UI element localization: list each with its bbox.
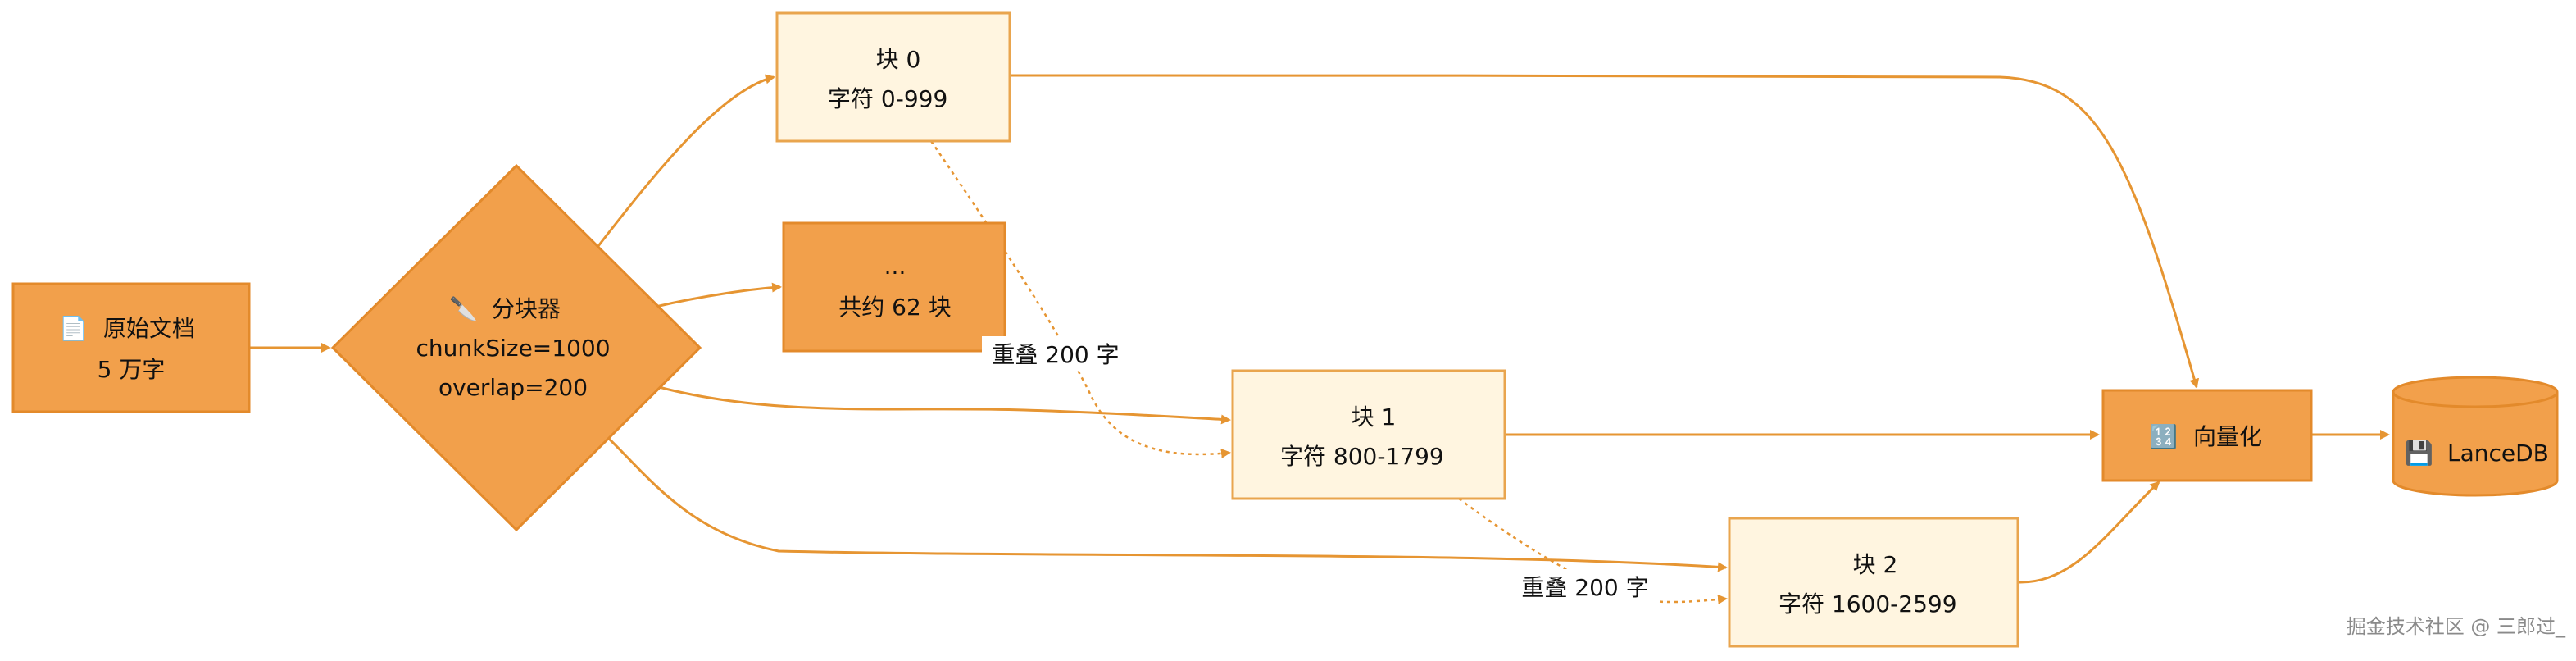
node-chunk-1[interactable]: 块 1 字符 800-1799 bbox=[1231, 369, 1506, 500]
chunk-more-total: 共约 62 块 bbox=[838, 294, 951, 321]
edge-chunker-to-chunk2 bbox=[607, 436, 1728, 572]
overlap-label-1-2-bg bbox=[1511, 569, 1659, 604]
vectorize-box bbox=[2101, 389, 2313, 482]
watermark: 掘金技术社区 @ 三郎过_ bbox=[2347, 615, 2566, 638]
chunk-0-box bbox=[775, 11, 1011, 143]
lancedb-cylinder-body bbox=[2392, 392, 2559, 497]
edge-chunker-to-chunk1 bbox=[658, 385, 1231, 425]
chunk-0-title: 块 0 bbox=[876, 46, 921, 73]
chunker-diamond bbox=[330, 163, 702, 532]
lancedb-cylinder-top bbox=[2392, 376, 2559, 408]
edges bbox=[249, 74, 2390, 584]
node-chunk-2[interactable]: 块 2 字符 1600-2599 bbox=[1728, 517, 2019, 648]
chunk-more-box bbox=[782, 221, 1006, 353]
chunker-title: 分块器 bbox=[492, 295, 561, 322]
chunk-2-title: 块 2 bbox=[1853, 551, 1898, 578]
edge-chunk2-to-vectorize bbox=[2017, 481, 2160, 584]
floppy-disk-icon: 💾 bbox=[2405, 440, 2433, 467]
chunk-1-box bbox=[1231, 369, 1506, 500]
node-chunk-more[interactable]: ... 共约 62 块 bbox=[782, 221, 1006, 353]
source-box bbox=[11, 282, 251, 413]
chunk-1-range: 字符 800-1799 bbox=[1280, 443, 1444, 470]
edge-chunk0-to-vectorize bbox=[1009, 74, 2200, 389]
edge-chunker-to-chunk0 bbox=[597, 74, 775, 247]
overlap-label-0-1-bg bbox=[982, 336, 1129, 371]
source-title: 原始文档 bbox=[103, 315, 195, 342]
node-source-document[interactable]: 📄 原始文档 5 万字 bbox=[11, 282, 251, 413]
edge-overlap-chunk0-chunk1 bbox=[929, 140, 1231, 458]
node-chunker[interactable]: 🔪 分块器 chunkSize=1000 overlap=200 bbox=[330, 163, 702, 532]
knife-icon: 🔪 bbox=[449, 295, 478, 322]
vectorize-title: 向量化 bbox=[2193, 423, 2262, 450]
chunk-more-title: ... bbox=[884, 253, 906, 280]
edge-chunker-to-chunk-more bbox=[655, 282, 782, 308]
lancedb-title: LanceDB bbox=[2447, 440, 2549, 467]
node-chunk-0[interactable]: 块 0 字符 0-999 bbox=[775, 11, 1011, 143]
numbers-icon: 🔢 bbox=[2149, 423, 2178, 450]
overlap-label-1-2-text: 重叠 200 字 bbox=[1521, 574, 1648, 601]
chunk-2-box bbox=[1728, 517, 2019, 648]
chunker-overlap: overlap=200 bbox=[438, 374, 588, 401]
node-lancedb[interactable]: 💾 LanceDB bbox=[2392, 376, 2559, 497]
chunk-2-range: 字符 1600-2599 bbox=[1779, 590, 1957, 618]
source-subtitle: 5 万字 bbox=[98, 356, 166, 383]
overlap-label-0-1: 重叠 200 字 bbox=[982, 336, 1129, 371]
document-icon: 📄 bbox=[59, 315, 88, 342]
overlap-edges bbox=[929, 140, 1728, 604]
chunk-0-range: 字符 0-999 bbox=[828, 85, 947, 112]
overlap-label-0-1-text: 重叠 200 字 bbox=[992, 341, 1119, 368]
chunk-1-title: 块 1 bbox=[1352, 403, 1397, 431]
node-vectorize[interactable]: 🔢 向量化 bbox=[2101, 389, 2313, 482]
overlap-label-1-2: 重叠 200 字 bbox=[1511, 569, 1659, 604]
chunker-chunk-size: chunkSize=1000 bbox=[416, 335, 610, 362]
